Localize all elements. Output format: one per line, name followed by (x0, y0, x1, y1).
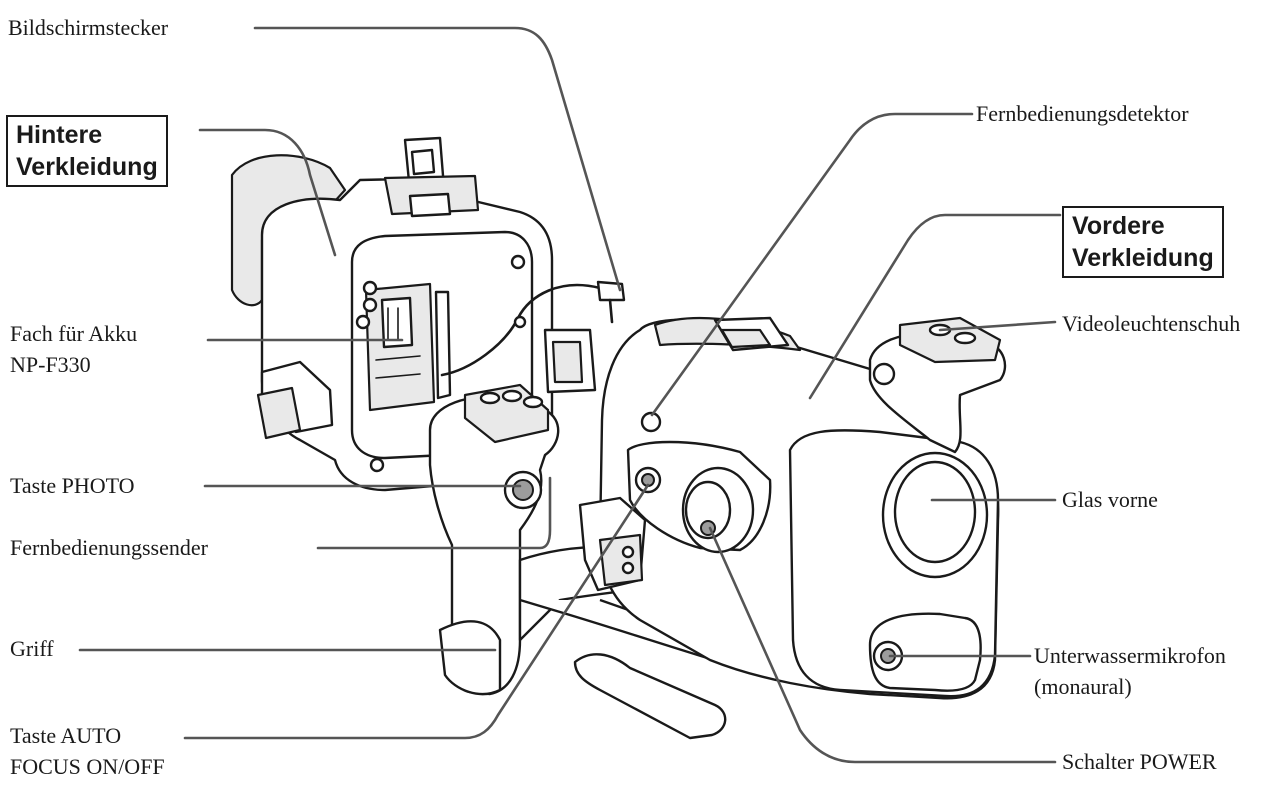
leader-taste-auto (183, 483, 650, 740)
label-unterwasser-line2: (monaural) (1034, 674, 1132, 699)
leader-fernbedienungssender (316, 476, 552, 550)
box-hintere-verkleidung: Hintere Verkleidung (6, 115, 168, 187)
label-videoleuchtenschuh: Videoleuchtenschuh (1062, 311, 1241, 336)
label-glas-vorne: Glas vorne (1062, 487, 1158, 512)
label-taste-auto-line2: FOCUS ON/OFF (10, 754, 165, 779)
label-taste-auto-line1: Taste AUTO (10, 723, 122, 748)
label-fach-akku: Fach für Akku NP-F330 (10, 318, 137, 380)
rear-cover-drawing (230, 136, 626, 492)
leader-vordere-verkleidung (808, 213, 1062, 400)
leader-videoleuchtenschuh (938, 320, 1057, 332)
label-fach-akku-line2: NP-F330 (10, 352, 91, 377)
label-bildschirmstecker: Bildschirmstecker (8, 15, 169, 40)
label-taste-photo: Taste PHOTO (10, 473, 135, 498)
label-unterwasser-line1: Unterwassermikrofon (1034, 643, 1226, 668)
label-taste-auto-focus: Taste AUTO FOCUS ON/OFF (10, 720, 165, 782)
leader-schalter-power (708, 526, 1057, 764)
front-cover-drawing (578, 316, 1007, 700)
box-hintere-line2: Verkleidung (16, 153, 158, 181)
label-schalter-power: Schalter POWER (1062, 749, 1217, 774)
leader-lines (78, 26, 1062, 764)
box-vordere-verkleidung: Vordere Verkleidung (1062, 206, 1224, 278)
leader-fernbedienungsdetektor (650, 112, 974, 417)
label-griff: Griff (10, 636, 54, 661)
label-fach-akku-line1: Fach für Akku (10, 321, 138, 346)
label-unterwassermikrofon: Unterwassermikrofon (monaural) (1034, 640, 1226, 702)
box-hintere-line1: Hintere (16, 121, 103, 149)
leader-bildschirmstecker (253, 26, 622, 292)
box-vordere-line2: Verkleidung (1072, 244, 1214, 272)
label-fernbedienungsdetektor: Fernbedienungsdetektor (976, 101, 1189, 126)
leader-hintere-verkleidung (198, 128, 337, 257)
box-vordere-line1: Vordere (1072, 212, 1165, 240)
label-fernbedienungssender: Fernbedienungssender (10, 535, 208, 560)
